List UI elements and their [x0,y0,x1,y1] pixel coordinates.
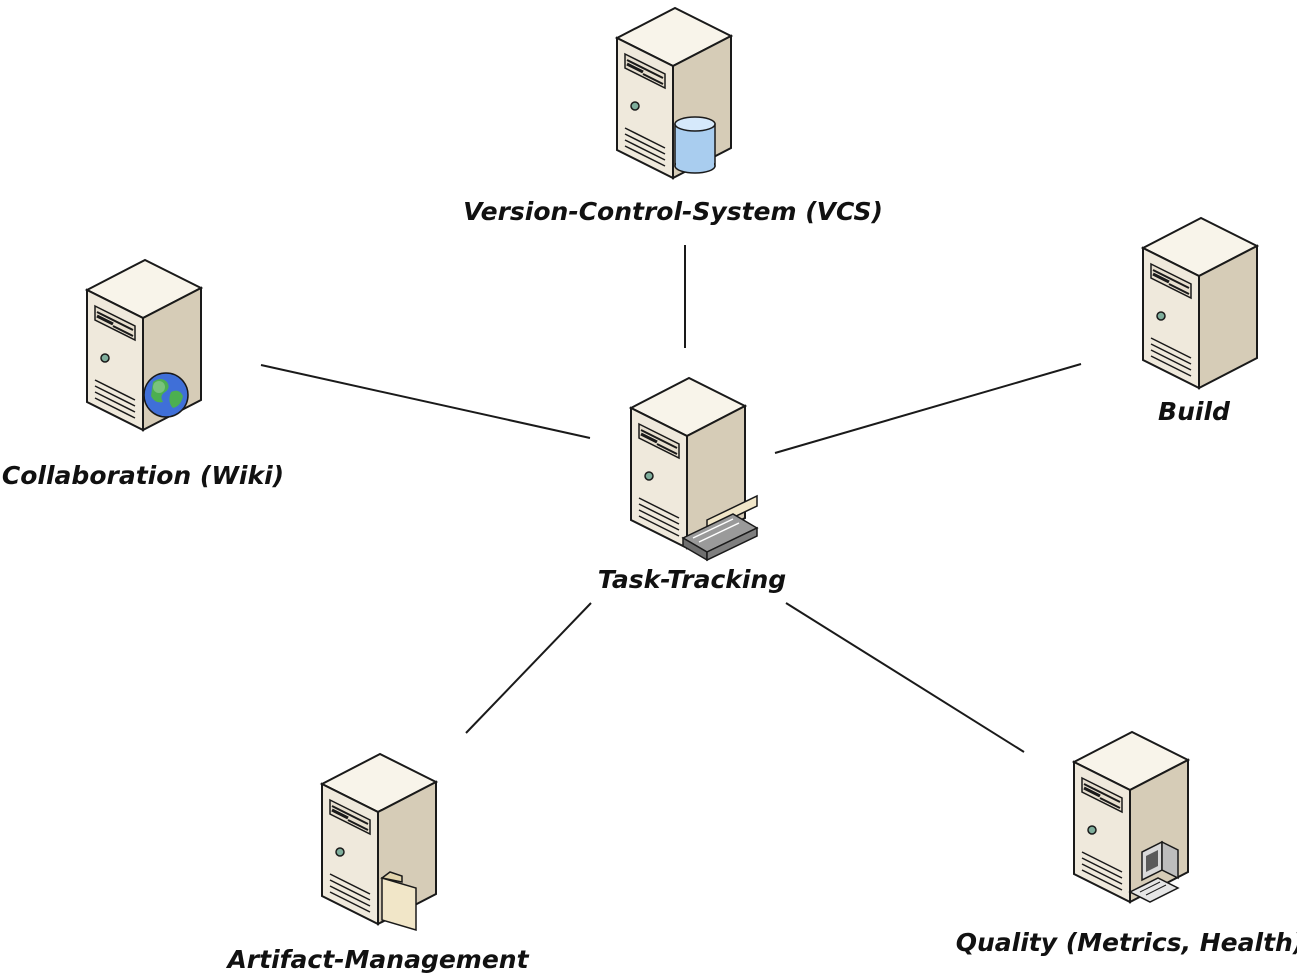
database-icon [674,116,716,174]
node-wiki: Collaboration (Wiki) [2,258,284,490]
server-database-icon [615,6,733,180]
node-label-artifact: Artifact-Management [225,945,529,974]
node-label-quality: Quality (Metrics, Health) [956,928,1297,957]
node-label-vcs: Version-Control-System (VCS) [463,197,883,226]
node-vcs: Version-Control-System (VCS) [463,6,883,226]
node-label-task: Task-Tracking [598,565,786,594]
node-task: Task-Tracking [598,376,786,594]
server-icon [1141,216,1259,390]
connector-task-artifact [465,602,592,734]
connector-task-quality [785,602,1025,753]
server-globe-icon [85,258,203,432]
connectors [260,245,1082,753]
server-scanner-icon [629,376,759,562]
connector-task-build [774,363,1082,454]
node-label-build: Build [1158,397,1231,426]
node-label-wiki: Collaboration (Wiki) [2,461,284,490]
node-build: Build [1141,216,1259,426]
folder-icon [380,871,417,932]
computer-icon [1128,840,1180,903]
server-computer-icon [1072,730,1190,904]
globe-icon [143,372,189,418]
connector-task-wiki [260,364,591,439]
server-folder-icon [320,752,438,932]
node-quality: Quality (Metrics, Health) [956,730,1297,957]
node-artifact: Artifact-Management [225,752,530,974]
scanner-icon [681,494,759,562]
